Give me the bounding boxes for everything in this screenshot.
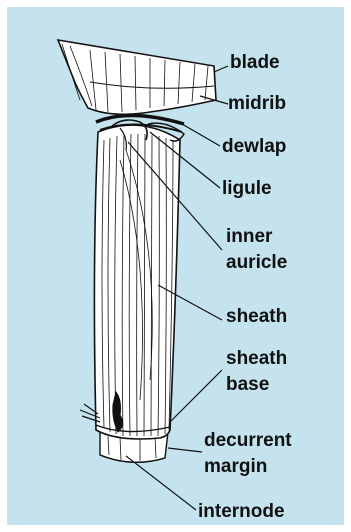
label-decurrent-margin-line2: margin [204,456,267,478]
blade-drawing [58,40,216,114]
label-sheath-base-line2: base [226,374,269,396]
label-inner-auricle-line1: inner [226,226,272,248]
label-internode: internode [198,501,285,523]
label-inner-auricle-line2: auricle [226,252,287,274]
label-dewlap: dewlap [222,136,286,158]
label-midrib: midrib [228,93,286,115]
label-sheath-base-line1: sheath [226,348,287,370]
label-sheath: sheath [226,306,287,328]
label-blade: blade [230,52,280,74]
label-decurrent-margin-line1: decurrent [204,430,292,452]
sheath-drawing [80,125,180,439]
label-ligule: ligule [222,178,272,200]
